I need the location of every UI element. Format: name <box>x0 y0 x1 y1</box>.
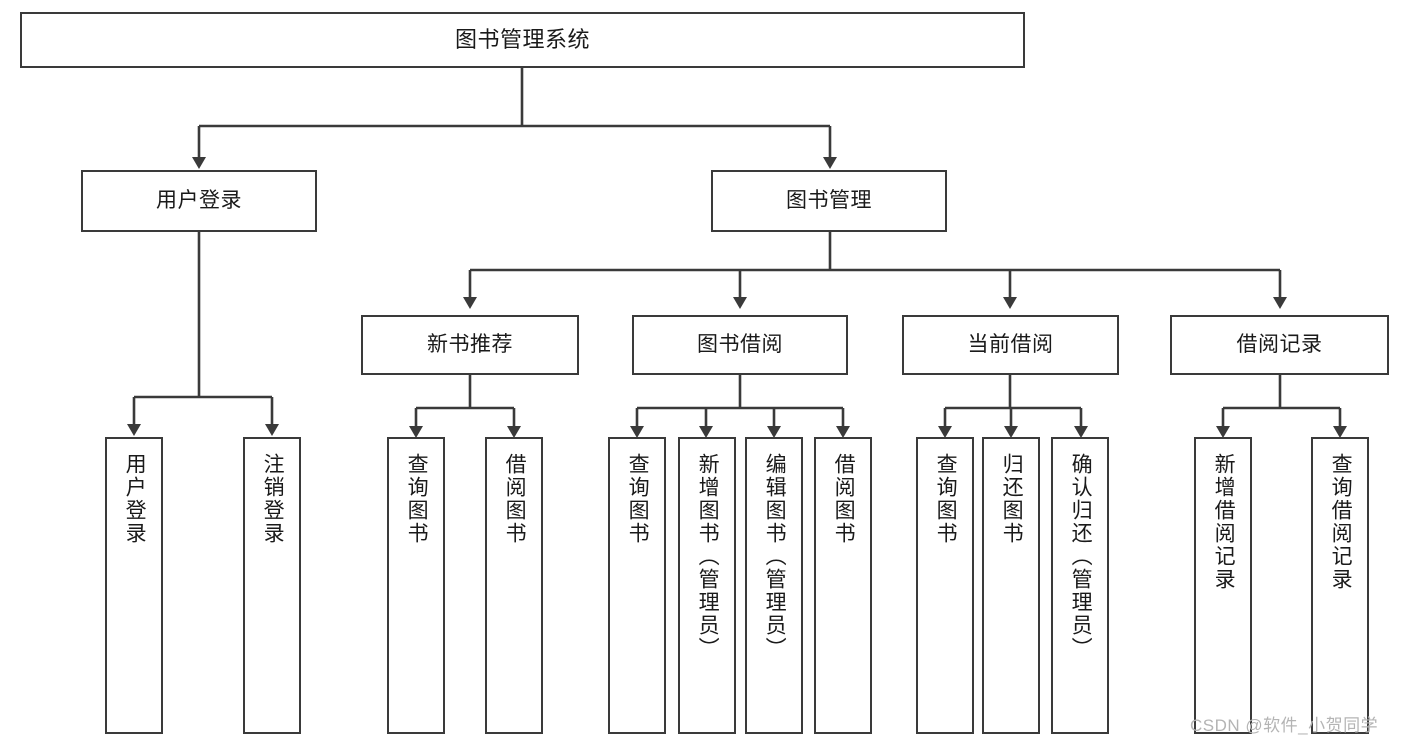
node-label: 查询图书 <box>626 453 650 545</box>
node-leaf-query-book-1[interactable]: 查询图书 <box>387 437 445 734</box>
node-label: 用户登录 <box>123 453 147 545</box>
node-label: 当前借阅 <box>967 332 1054 356</box>
node-borrow-record[interactable]: 借阅记录 <box>1170 315 1389 375</box>
node-label: 编辑图书（管理员） <box>763 453 787 660</box>
node-label: 查询借阅记录 <box>1329 453 1353 591</box>
node-user-login[interactable]: 用户登录 <box>81 170 317 232</box>
node-label: 图书管理系统 <box>454 27 590 53</box>
node-leaf-add-book[interactable]: 新增图书（管理员） <box>678 437 736 734</box>
node-leaf-borrow-book-1[interactable]: 借阅图书 <box>485 437 543 734</box>
node-label: 借阅图书 <box>832 453 856 545</box>
node-leaf-query-book-2[interactable]: 查询图书 <box>608 437 666 734</box>
node-leaf-add-record[interactable]: 新增借阅记录 <box>1194 437 1252 734</box>
node-label: 图书管理 <box>786 188 872 212</box>
node-leaf-confirm-return[interactable]: 确认归还（管理员） <box>1051 437 1109 734</box>
node-label: 用户登录 <box>156 188 242 212</box>
node-label: 借阅图书 <box>503 453 527 545</box>
node-new-book-recommend[interactable]: 新书推荐 <box>361 315 579 375</box>
csdn-watermark: CSDN @软件_小贺同学 <box>1190 716 1379 735</box>
node-book-management[interactable]: 图书管理 <box>711 170 947 232</box>
node-current-borrow[interactable]: 当前借阅 <box>902 315 1119 375</box>
node-label: 图书借阅 <box>697 332 783 356</box>
node-label: 确认归还（管理员） <box>1069 453 1093 660</box>
node-leaf-edit-book[interactable]: 编辑图书（管理员） <box>745 437 803 734</box>
node-label: 借阅记录 <box>1236 332 1323 356</box>
node-root-system[interactable]: 图书管理系统 <box>20 12 1025 68</box>
node-label: 新书推荐 <box>427 332 513 356</box>
node-leaf-return-book[interactable]: 归还图书 <box>982 437 1040 734</box>
node-label: 查询图书 <box>934 453 958 545</box>
node-leaf-query-record[interactable]: 查询借阅记录 <box>1311 437 1369 734</box>
node-label: 查询图书 <box>405 453 429 545</box>
node-label: 注销登录 <box>261 453 285 545</box>
node-leaf-query-book-3[interactable]: 查询图书 <box>916 437 974 734</box>
node-label: 新增图书（管理员） <box>696 453 720 660</box>
node-leaf-logout[interactable]: 注销登录 <box>243 437 301 734</box>
node-leaf-user-login[interactable]: 用户登录 <box>105 437 163 734</box>
node-label: 新增借阅记录 <box>1212 453 1236 591</box>
node-leaf-borrow-book-2[interactable]: 借阅图书 <box>814 437 872 734</box>
node-label: 归还图书 <box>1000 453 1024 545</box>
node-book-borrow[interactable]: 图书借阅 <box>632 315 848 375</box>
